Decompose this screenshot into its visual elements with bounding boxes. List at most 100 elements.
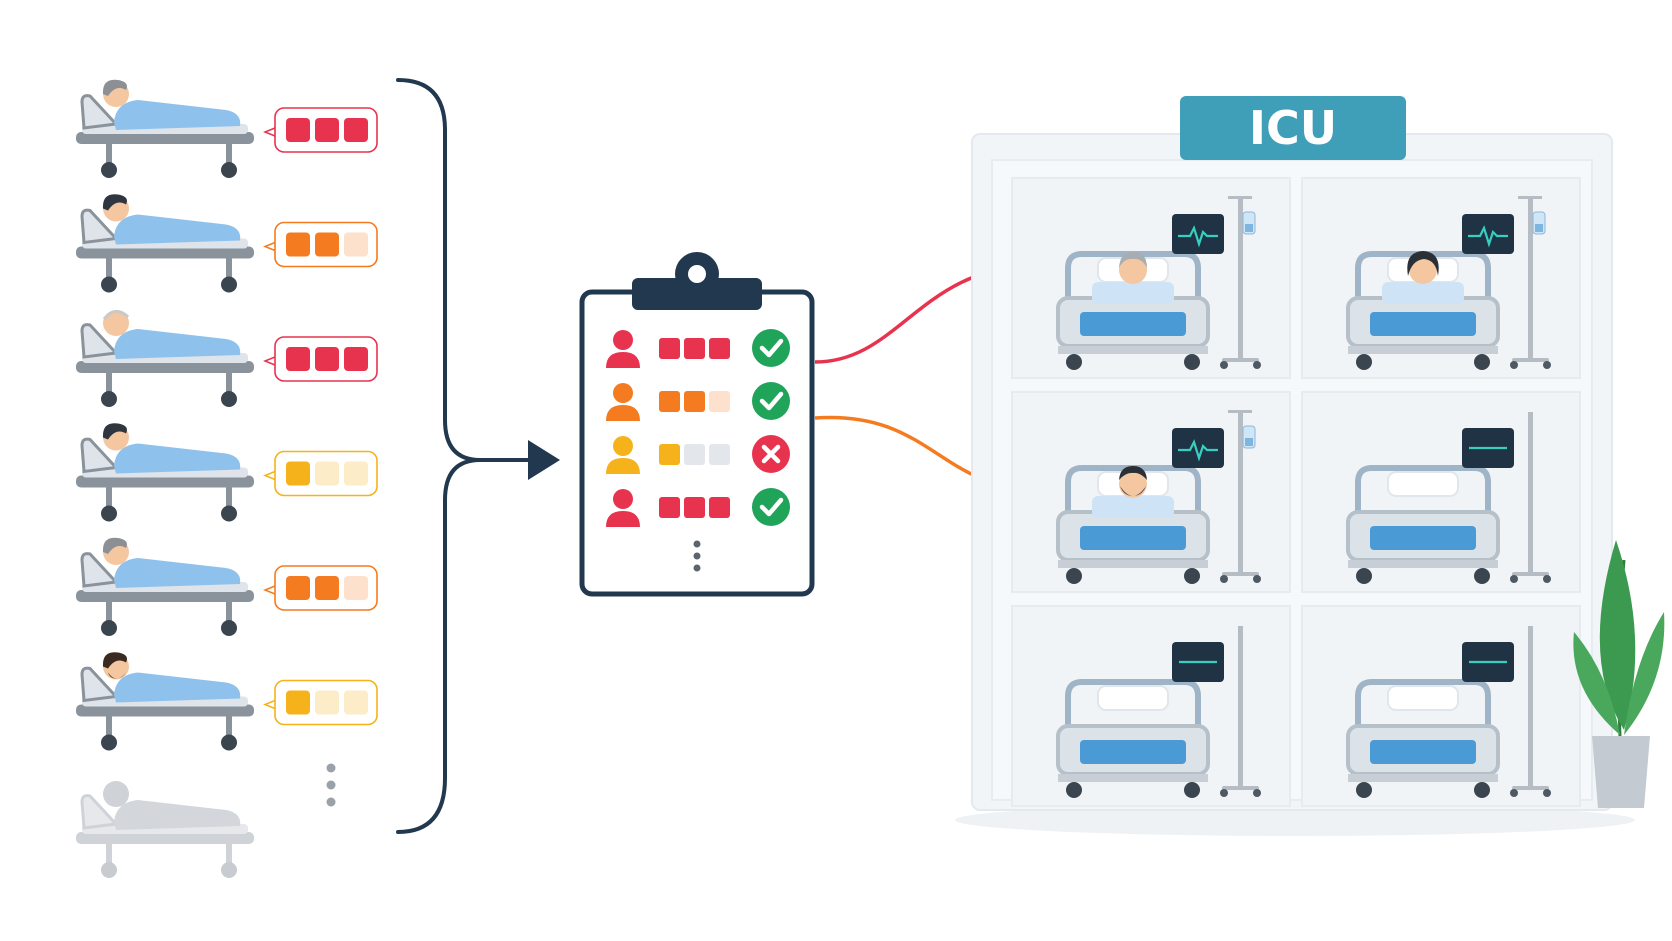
- stretcher-base: [76, 704, 254, 717]
- check-circle: [752, 329, 790, 367]
- iv-hook: [1518, 196, 1542, 199]
- wheel-icon: [221, 391, 237, 407]
- severity-block-filled: [684, 338, 705, 359]
- stand-wheel: [1220, 575, 1228, 583]
- blanket: [114, 558, 241, 588]
- plant-leaf: [1573, 632, 1620, 735]
- stretcher-backrest: [80, 208, 120, 245]
- stand-base: [1512, 572, 1549, 576]
- iv-hook: [1228, 196, 1252, 199]
- severity-badge: [262, 565, 378, 611]
- vital-monitor-icon: [1172, 214, 1224, 254]
- patient-head: [103, 310, 129, 336]
- monitor-stand: [1510, 412, 1551, 583]
- stand-base: [1512, 786, 1549, 790]
- wheel-icon: [1184, 782, 1200, 798]
- wheel-icon: [1066, 354, 1082, 370]
- stretcher-base: [76, 361, 254, 373]
- severity-block-filled: [286, 690, 310, 715]
- stretcher-backrest: [80, 552, 120, 588]
- severity-block-empty: [344, 690, 368, 715]
- patient-person-icon: [606, 489, 640, 527]
- stretcher-leg: [106, 371, 112, 393]
- badge-pointer: [262, 356, 276, 366]
- x-mark: [761, 444, 781, 464]
- severity-block-filled: [659, 497, 680, 518]
- admit-icon: [752, 382, 790, 420]
- blanket: [114, 672, 241, 703]
- wheel-icon: [101, 162, 117, 178]
- bed-pillow: [1387, 471, 1459, 497]
- severity-block-filled: [659, 338, 680, 359]
- stand-wheel: [1220, 361, 1228, 369]
- stand-pole: [1528, 626, 1533, 786]
- stretcher-base: [76, 475, 254, 488]
- incoming-patients-column: [76, 79, 378, 878]
- wheel-icon: [221, 162, 237, 178]
- monitor-stand: [1220, 626, 1261, 797]
- severity-block-empty: [344, 232, 368, 257]
- wheel-icon: [1184, 354, 1200, 370]
- patient-stretcher: [76, 423, 254, 522]
- stretcher-backrest: [80, 794, 120, 830]
- hair: [102, 652, 127, 669]
- stand-pole: [1238, 626, 1243, 786]
- bed-base: [1058, 774, 1208, 782]
- stand-wheel: [1510, 789, 1518, 797]
- bed-mattress: [1370, 312, 1476, 336]
- heartbeat-line: [1178, 225, 1218, 248]
- patient-stretcher: [76, 652, 254, 751]
- severity-block-filled: [315, 347, 339, 371]
- severity-block-filled: [286, 461, 310, 486]
- wheel-icon: [101, 734, 117, 751]
- patient-head: [1409, 256, 1437, 284]
- floor-shadow: [955, 804, 1635, 836]
- severity-badge: [262, 336, 378, 382]
- patient-head: [1119, 470, 1147, 498]
- wheel-icon: [1474, 354, 1490, 370]
- stand-base: [1222, 358, 1259, 362]
- stretcher-leg: [226, 600, 232, 622]
- severity-block-filled: [684, 497, 705, 518]
- stretcher-leg: [226, 842, 232, 864]
- severity-block-filled: [286, 576, 310, 600]
- severity-block-filled: [344, 118, 368, 142]
- hair: [102, 310, 130, 321]
- person-body: [606, 458, 640, 474]
- more-patients-dot: [326, 763, 336, 773]
- occupied-icu-bed: [1346, 251, 1500, 370]
- vital-monitor-icon: [1462, 214, 1514, 254]
- stretcher-base: [76, 132, 254, 144]
- blanket: [114, 100, 241, 130]
- empty-icu-bed: [1346, 465, 1500, 584]
- iv-fluid: [1535, 224, 1543, 232]
- wheel-icon: [1066, 782, 1082, 798]
- person-head: [613, 383, 633, 403]
- stretcher-backrest: [80, 323, 120, 359]
- bed-base: [1058, 346, 1208, 354]
- severity-block-filled: [286, 347, 310, 371]
- severity-block-empty: [344, 576, 368, 600]
- blanket: [114, 800, 241, 830]
- stand-wheel: [1510, 361, 1518, 369]
- wheel-icon: [101, 862, 117, 878]
- wheel-icon: [1356, 568, 1372, 584]
- bed-base: [1348, 774, 1498, 782]
- bed-mattress: [1370, 526, 1476, 550]
- monitor-screen: [1172, 428, 1224, 468]
- plant-leaf: [1624, 612, 1665, 735]
- stretcher-leg: [106, 714, 112, 737]
- stand-wheel: [1253, 361, 1261, 369]
- stretcher-backrest: [80, 437, 120, 474]
- more-rows-dot: [693, 564, 701, 572]
- occupied-icu-bed: [1056, 465, 1210, 584]
- stretcher-leg: [226, 485, 232, 508]
- bed-mattress: [1370, 740, 1476, 764]
- stretcher-leg: [226, 256, 232, 279]
- stretcher-backrest: [80, 666, 120, 703]
- severity-block-empty: [709, 444, 730, 465]
- bed-blanket: [1092, 496, 1174, 518]
- hair: [1119, 466, 1147, 480]
- severity-block-filled: [709, 338, 730, 359]
